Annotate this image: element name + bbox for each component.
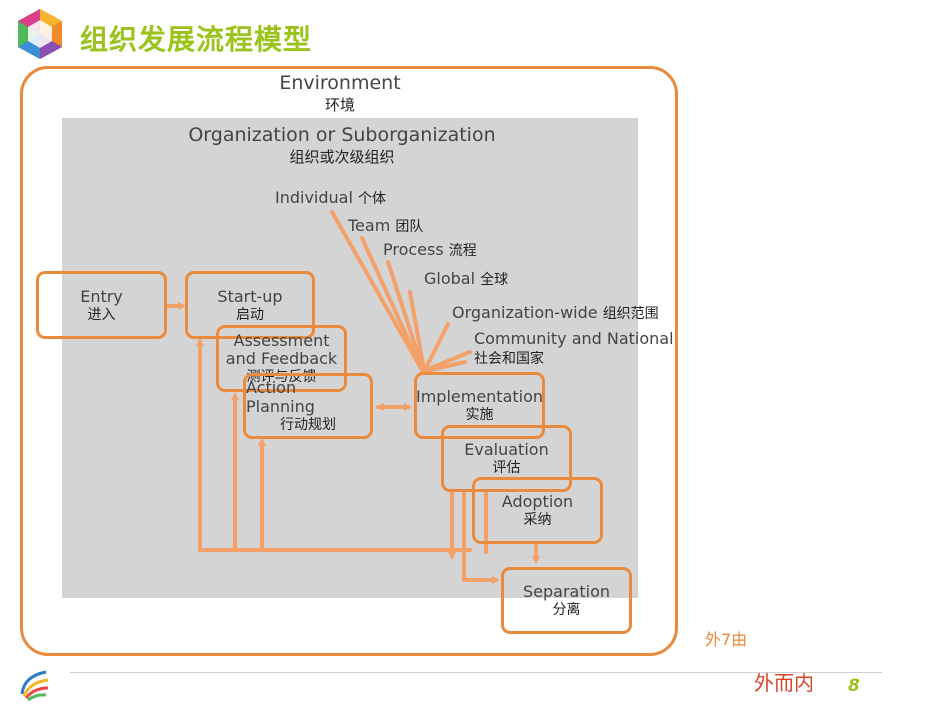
page-number: 8 xyxy=(848,676,860,696)
stage-startup-en: Start-up xyxy=(217,286,283,306)
ray-label-community-zh: 社会和国家 xyxy=(474,351,544,367)
ray-label-organization-wide: Organization-wide 组织范围 xyxy=(452,303,659,323)
ray-label-global: Global 全球 xyxy=(424,269,508,289)
ray-label-individual-en: Individual xyxy=(275,188,353,207)
stage-action-planning: Action Planning 行动规划 xyxy=(243,373,373,439)
ray-label-process: Process 流程 xyxy=(383,240,477,260)
stage-evaluation: Evaluation 评估 xyxy=(441,425,572,492)
ray-label-team-en: Team xyxy=(348,216,391,235)
stage-adoption-zh: 采纳 xyxy=(523,512,552,528)
company-logo-icon xyxy=(18,9,62,59)
organization-area xyxy=(62,118,638,598)
stage-entry-en: Entry xyxy=(80,286,123,306)
stage-adoption-en: Adoption xyxy=(501,492,574,511)
ray-label-global-zh: 全球 xyxy=(480,272,509,288)
ray-community xyxy=(424,350,472,372)
stage-startup-zh: 启动 xyxy=(236,306,264,323)
stage-evaluation-zh: 评估 xyxy=(492,460,521,476)
ray-label-team: Team 团队 xyxy=(348,216,423,236)
ray-organization-wide xyxy=(423,322,450,372)
ray-label-process-en: Process xyxy=(383,240,444,259)
ray-label-community: Community and National 社会和国家 xyxy=(474,329,674,369)
footer-logo-icon xyxy=(20,670,49,702)
stage-planning-en: Action Planning xyxy=(246,378,315,416)
arrow-to-separation xyxy=(462,490,494,582)
stage-separation-en: Separation xyxy=(523,582,610,601)
stage-planning-zh: 行动规划 xyxy=(280,417,336,433)
organization-label: Organization or Suborganization 组织或次级组织 xyxy=(152,124,532,167)
organization-label-zh: 组织或次级组织 xyxy=(289,148,395,166)
ray-label-community-en: Community and National xyxy=(474,329,674,348)
organization-label-en: Organization or Suborganization xyxy=(188,124,496,146)
environment-boundary xyxy=(20,66,678,656)
ray-label-global-en: Global xyxy=(424,269,476,288)
ray-label-individual: Individual 个体 xyxy=(275,188,386,208)
stage-entry-zh: 进入 xyxy=(87,306,116,323)
stage-implementation: Implementation 实施 xyxy=(414,372,545,439)
stage-separation: Separation 分离 xyxy=(501,567,632,634)
stage-assessment-en1: Assessment xyxy=(233,330,330,350)
environment-label: Environment 环境 xyxy=(240,72,440,115)
ray-label-organization-wide-en: Organization-wide xyxy=(452,303,598,322)
ray-label-individual-zh: 个体 xyxy=(358,191,387,207)
ray-label-team-zh: 团队 xyxy=(395,219,424,235)
slide-title: 组织发展流程模型 xyxy=(80,23,313,56)
ray-label-organization-wide-zh: 组织范围 xyxy=(602,306,659,322)
feedback-loop xyxy=(198,343,472,552)
corner-text: 外而内 xyxy=(754,671,814,695)
ray-individual xyxy=(330,210,424,372)
ray-team xyxy=(360,236,424,372)
stage-startup: Start-up 启动 xyxy=(185,271,315,339)
stage-implementation-zh: 实施 xyxy=(465,407,494,423)
environment-label-zh: 环境 xyxy=(324,96,355,114)
ray-global xyxy=(408,290,426,372)
stage-assessment-zh: 测评与反馈 xyxy=(246,368,317,385)
stage-evaluation-en: Evaluation xyxy=(464,440,549,459)
partial-text: 外7由 xyxy=(705,630,748,649)
stage-assessment-en2: and Feedback xyxy=(225,348,338,368)
stage-assessment: Assessment and Feedback 测评与反馈 xyxy=(216,325,347,392)
ray-label-process-zh: 流程 xyxy=(448,243,477,259)
environment-label-en: Environment xyxy=(279,72,401,94)
stage-adoption: Adoption 采纳 xyxy=(472,477,603,544)
stage-implementation-en: Implementation xyxy=(415,387,544,406)
stage-entry: Entry 进入 xyxy=(36,271,167,339)
stage-separation-zh: 分离 xyxy=(552,602,581,618)
footer-divider xyxy=(70,672,882,673)
ray-process xyxy=(386,260,425,372)
